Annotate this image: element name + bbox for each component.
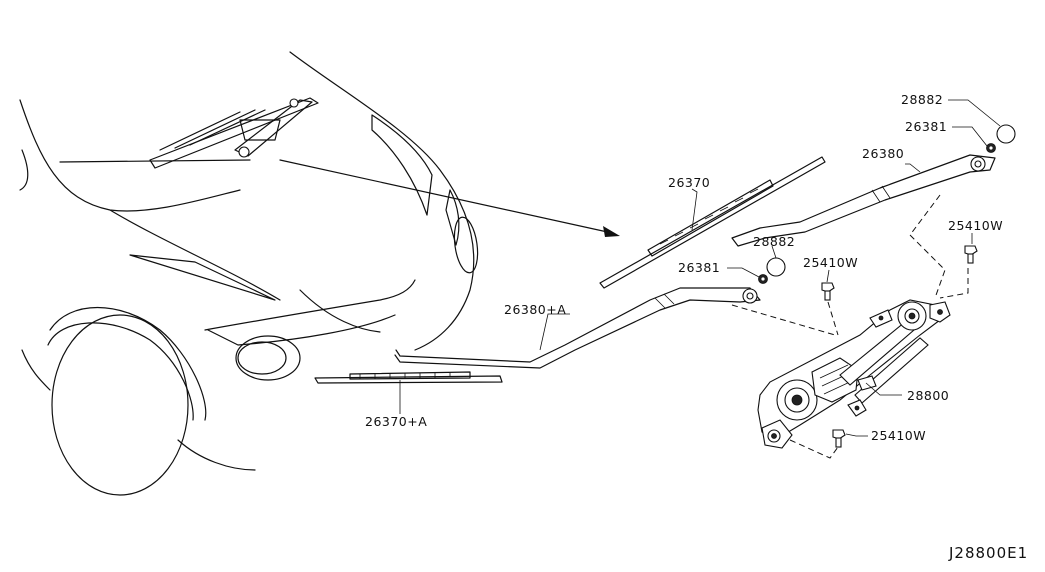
callout-labels: 28882 26381 26380 26370 28882 26381 2541…	[365, 92, 1028, 562]
leader-lines	[399, 99, 1001, 437]
nut-26381-mid	[758, 274, 768, 284]
wiper-blade-right	[599, 156, 826, 289]
nut-26381-top	[986, 143, 996, 153]
cap-28882-top	[996, 124, 1016, 144]
wiper-blade-left	[314, 371, 503, 384]
drawing-code: J28800E1	[948, 544, 1028, 562]
label-26380: 26380	[862, 146, 904, 161]
detail-arrow	[279, 159, 620, 237]
vehicle-outline	[19, 51, 479, 496]
wiper-motor-linkage	[757, 299, 951, 449]
label-28882-top: 28882	[901, 92, 943, 107]
label-26380a: 26380+A	[504, 302, 566, 317]
wiper-arm-left	[394, 287, 761, 369]
label-25410w-mid: 25410W	[803, 255, 858, 270]
bolt-25410w-mid	[821, 282, 835, 301]
cap-28882-mid	[766, 257, 786, 277]
label-28882-mid: 28882	[753, 234, 795, 249]
wiper-arm-right	[731, 154, 996, 247]
assembly-lines	[731, 194, 969, 459]
label-28800: 28800	[907, 388, 949, 403]
label-25410w-bottom: 25410W	[871, 428, 926, 443]
label-26381-mid: 26381	[678, 260, 720, 275]
label-26370: 26370	[668, 175, 710, 190]
label-26370a: 26370+A	[365, 414, 427, 429]
label-26381-top: 26381	[905, 119, 947, 134]
bolt-25410w-bottom	[832, 429, 846, 448]
bolt-25410w-right	[964, 245, 978, 264]
label-25410w-right: 25410W	[948, 218, 1003, 233]
